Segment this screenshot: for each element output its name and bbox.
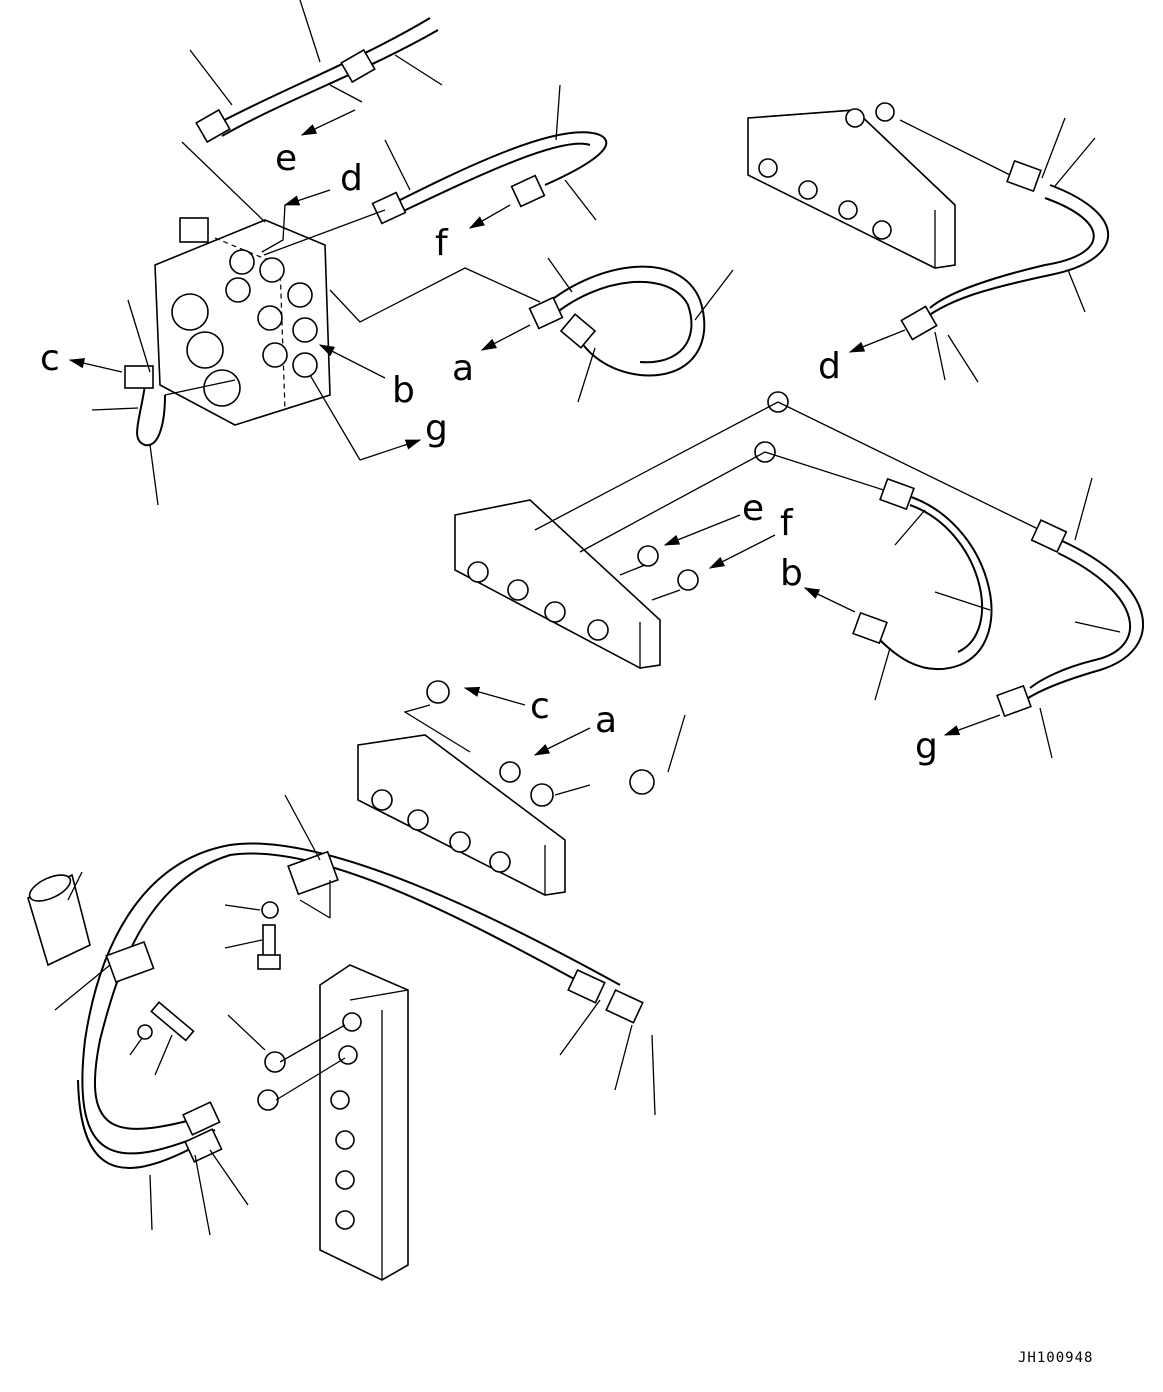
hose-e [181, 0, 443, 223]
valve-block-lower [357, 680, 686, 896]
hose-b-right [803, 477, 993, 701]
callout-a-low: a [595, 700, 617, 741]
callout-f-mid: f [780, 503, 794, 544]
hose-c [68, 299, 236, 506]
valve-block-top-right [747, 102, 956, 269]
callout-c-top: c [40, 338, 60, 379]
callout-f-top: f [435, 223, 449, 264]
callout-d-right: d [818, 346, 841, 387]
vertical-block-bottom [227, 964, 409, 1281]
hose-a [329, 257, 734, 403]
callout-a-top: a [452, 348, 474, 389]
drawing-code: JH100948 [1018, 1350, 1093, 1366]
callout-e-top: e [275, 138, 297, 179]
callout-g-top: g [425, 408, 448, 449]
spacer-and-bolts [27, 871, 281, 1076]
callout-b-mid: b [780, 553, 803, 594]
valve-block-middle [454, 391, 1041, 669]
callout-g-right: g [915, 726, 938, 767]
hose-f [263, 84, 608, 256]
hose-pair-bottom [77, 794, 656, 1236]
callout-e-mid: e [742, 488, 764, 529]
callout-d-top: d [340, 158, 363, 199]
hose-g-right [943, 477, 1145, 759]
valve-block-top-left [154, 217, 331, 426]
callout-c-low: c [530, 686, 550, 727]
hose-d-right [848, 117, 1109, 383]
callout-b-top: b [392, 370, 415, 411]
